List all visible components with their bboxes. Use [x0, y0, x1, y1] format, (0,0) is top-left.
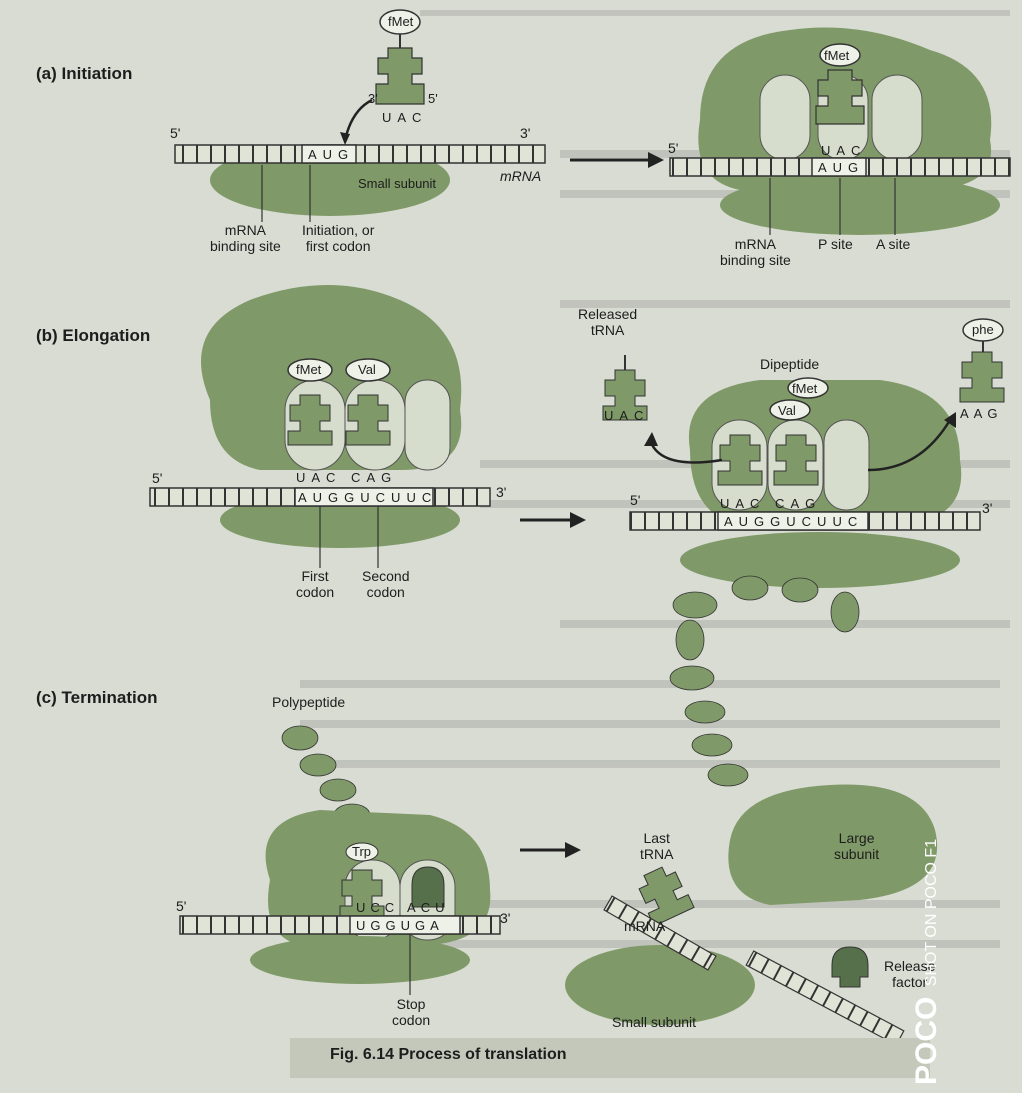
anticodons-b-right: UAC CAG [720, 496, 821, 511]
elongation-complex-right [680, 378, 961, 588]
large-subunit-label: Large subunit [834, 830, 879, 862]
phe-label: phe [972, 322, 994, 337]
p-site-label: P site [818, 236, 853, 252]
heading-initiation: (a) Initiation [36, 64, 132, 84]
a-site-label: A site [876, 236, 910, 252]
figure-caption: Fig. 6.14 Process of translation [330, 1046, 567, 1064]
trna-three-prime: 3' [368, 91, 378, 106]
small-subunit-label-a: Small subunit [358, 176, 436, 191]
polypeptide-label: Polypeptide [272, 694, 345, 710]
small-subunit-released [565, 945, 755, 1025]
phe-anticodon: AAG [960, 406, 1002, 421]
mrna-binding-site-right-label: mRNA binding site [720, 236, 791, 268]
mrna-label-a: mRNA [500, 168, 541, 184]
anticodons-c: UCC ACU [356, 900, 450, 915]
five-prime-b: 5' [152, 470, 162, 486]
camera-watermark: POCO SHOT ON POCO F1 [910, 839, 944, 1085]
released-anticodon: UAC [604, 408, 649, 423]
small-subunit-label-c: Small subunit [612, 1014, 696, 1030]
anticodons-b: UAC CAG [296, 470, 397, 485]
second-codon-label: Second codon [362, 568, 409, 600]
three-prime-c: 3' [500, 910, 510, 926]
trp-label: Trp [352, 844, 371, 859]
five-prime-b-right: 5' [630, 492, 640, 508]
heading-elongation: (b) Elongation [36, 326, 150, 346]
watermark-line: SHOT ON POCO F1 [923, 839, 940, 986]
fmet-label-a-right: fMet [824, 48, 849, 63]
fmet-label-b-right: fMet [792, 381, 817, 396]
fmet-label-a: fMet [388, 14, 413, 29]
large-subunit-shape [728, 785, 937, 905]
last-trna-label: Last tRNA [640, 830, 673, 862]
heading-termination: (c) Termination [36, 688, 158, 708]
termination-complex [250, 810, 490, 984]
start-codon: AUG [308, 147, 354, 162]
released-trna-label: Released tRNA [578, 306, 637, 338]
mrna-binding-site-label: mRNA binding site [210, 222, 281, 254]
release-factor-shape [832, 947, 868, 987]
anticodon-a: UAC [382, 110, 427, 125]
three-prime-b: 3' [496, 484, 506, 500]
stop-codon-label: Stop codon [392, 996, 430, 1028]
mrna-label-c: mRNA [624, 918, 665, 934]
codons-c: UGGUGA [356, 918, 444, 933]
first-codon-label: First codon [296, 568, 334, 600]
mrna-fragment-b [746, 951, 904, 1045]
three-prime-a: 3' [520, 125, 530, 141]
trna-five-prime: 5' [428, 91, 438, 106]
dipeptide-label: Dipeptide [760, 356, 819, 372]
codons-b-right: AUGGUCUUC [724, 514, 863, 529]
five-prime-c: 5' [176, 898, 186, 914]
codons-b: AUGGUCUUC [298, 490, 437, 505]
start-codon-right: AUG [818, 160, 864, 175]
five-prime-a: 5' [170, 125, 180, 141]
five-prime-a-right: 5' [668, 140, 678, 156]
val-label-b-right: Val [778, 403, 796, 418]
mrna-strand-initiation [175, 145, 545, 163]
three-prime-b-right: 3' [982, 500, 992, 516]
val-label-b: Val [358, 362, 376, 377]
watermark-brand: POCO [910, 997, 943, 1085]
anticodon-a-right: UAC [821, 143, 866, 158]
fmet-label-b: fMet [296, 362, 321, 377]
elongation-complex-left [201, 285, 461, 548]
initiation-codon-label: Initiation, or first codon [302, 222, 374, 254]
